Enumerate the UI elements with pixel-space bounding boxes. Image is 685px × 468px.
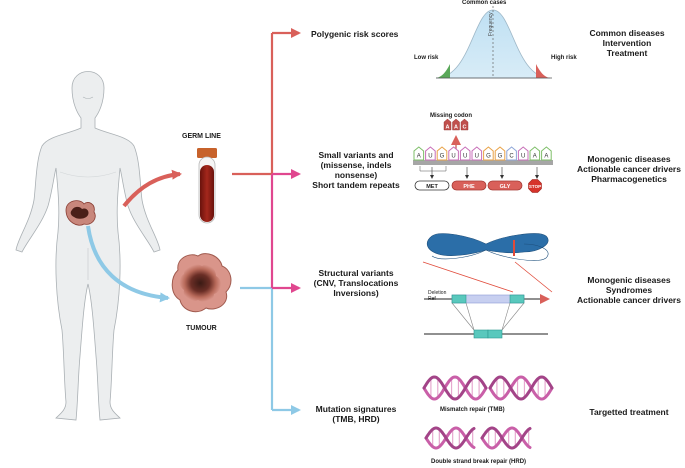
amino-acid-label: MET <box>426 184 438 190</box>
codon-arrowhead <box>430 175 434 179</box>
outcome-monogenic-syndromes: Monogenic diseases Syndromes Actionable … <box>577 275 681 305</box>
mrna-base-letter: G <box>498 154 503 160</box>
outcome-targeted-treatment: Targetted treatment <box>589 407 669 417</box>
mrna-base-letter: A <box>533 154 537 160</box>
deleted-base <box>443 118 452 131</box>
amino-acid-pill <box>487 180 523 191</box>
mrna-base-letter: U <box>475 154 479 160</box>
mrna-base <box>506 146 517 161</box>
organ-tumour-small <box>65 200 96 226</box>
category-small-variants: Small variants and (missense, indels non… <box>312 150 400 190</box>
mrna-backbone <box>413 160 553 165</box>
mrna-base-letter: C <box>509 154 514 160</box>
deletion-label: Deletion <box>428 290 447 296</box>
curve-axis-label: Frequency <box>488 12 494 36</box>
outcome-common-diseases: Common diseases Intervention Treatment <box>589 28 665 58</box>
codon-bracket <box>419 166 447 172</box>
mismatch-repair-label: Mismatch repair (TMB) <box>440 407 505 413</box>
human-figure <box>15 71 161 421</box>
chromosome-icon <box>422 233 553 293</box>
deletion-diagram <box>424 294 550 339</box>
outcome-monogenic-pharma: Monogenic diseases Actionable cancer dri… <box>577 154 681 184</box>
dna-strand <box>480 426 532 450</box>
dna-strand <box>488 375 554 401</box>
category-polygenic: Polygenic risk scores <box>311 29 399 39</box>
dna-helix-icon <box>424 426 476 450</box>
category-structural: Structural variants (CNV, Translocations… <box>313 268 399 298</box>
hrd-label: Double strand break repair (HRD) <box>431 459 527 465</box>
ref-label: Ref <box>428 296 436 302</box>
mrna-base <box>494 146 506 161</box>
dna-strand <box>422 375 488 401</box>
stop-sign-icon <box>528 179 542 193</box>
tumour-icon <box>171 253 232 313</box>
amino-acids: MET PHE GLY STOP <box>414 179 542 193</box>
curve-high-risk: High risk <box>551 55 577 61</box>
amino-acid-pill <box>414 180 450 191</box>
mrna-base-letter: G <box>486 154 491 160</box>
codon-arrowhead <box>500 175 504 179</box>
mrna-base-letter: U <box>428 154 432 160</box>
curve-title: Common cases <box>462 0 507 6</box>
dna-helix-icon <box>488 375 554 401</box>
tumour-label: TUMOUR <box>186 325 217 332</box>
codon-arrowhead <box>465 175 469 179</box>
amino-acid-pill <box>451 180 487 191</box>
mrna-base-letter: U <box>521 154 525 160</box>
deleted-base <box>460 118 469 131</box>
mrna-base-letter: U <box>463 154 467 160</box>
mrna-base-letter: A <box>544 154 548 160</box>
deleted-base-letter: A <box>454 125 458 131</box>
arrow-body-to-tumour <box>86 225 170 303</box>
category-signatures: Mutation signatures (TMB, HRD) <box>315 404 397 424</box>
mrna-base <box>517 146 529 161</box>
dna-strand <box>424 426 476 450</box>
blood-tube-icon <box>197 148 217 224</box>
mrna-base <box>459 146 471 161</box>
dna-helix-icon <box>422 375 488 401</box>
dna-helix-icon <box>480 426 532 450</box>
dna-strand <box>422 375 488 401</box>
mrna-base-letter: G <box>440 154 445 160</box>
deleted-base <box>452 118 460 131</box>
codon-arrowhead <box>535 175 539 179</box>
dna-strand <box>488 375 554 401</box>
amino-acid-label: GLY <box>500 184 511 190</box>
stop-label: STOP <box>529 184 541 189</box>
mrna-base-letter: A <box>417 154 421 160</box>
mrna-base <box>471 146 483 161</box>
deleted-base-letter: C <box>463 125 467 131</box>
dna-helix-icons <box>422 375 554 450</box>
amino-acid-label: PHE <box>463 184 475 190</box>
deleted-base-letter: A <box>446 125 450 131</box>
missing-codon-label: Missing codon <box>430 113 472 119</box>
mrna-base <box>413 146 425 161</box>
mrna-base <box>436 146 448 161</box>
mrna-base-letter: U <box>451 154 455 160</box>
mrna-base <box>448 146 459 161</box>
germline-label: GERM LINE <box>182 133 221 140</box>
mrna-base <box>529 146 541 161</box>
mrna-base <box>483 146 494 161</box>
mrna-base <box>541 146 552 161</box>
curve-low-risk: Low risk <box>414 55 439 61</box>
arrow-body-to-germline <box>122 169 182 208</box>
mrna-base <box>425 146 436 161</box>
risk-distribution-curve <box>435 6 552 79</box>
